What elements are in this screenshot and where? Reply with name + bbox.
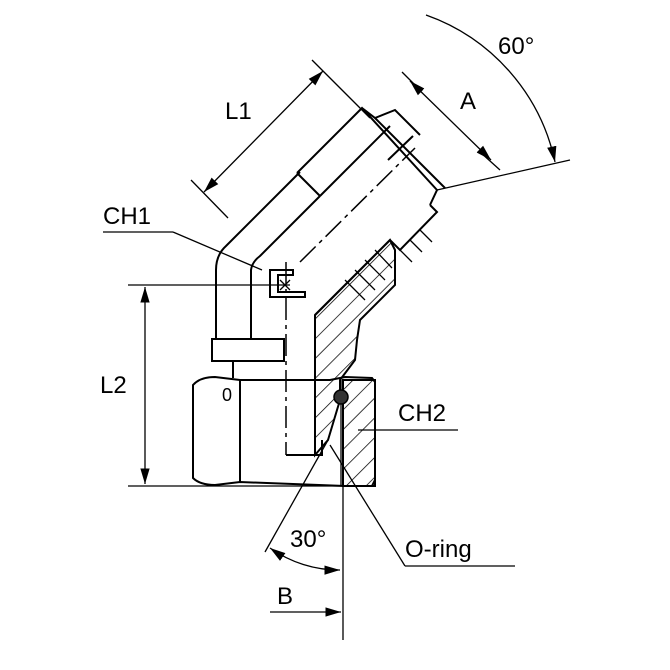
dimension-l2-label: L2 [100, 372, 127, 399]
body [215, 106, 446, 458]
nut-mark: 0 [222, 385, 233, 405]
dimension-a-label: A [460, 88, 477, 115]
dimension-b-label: B [277, 583, 294, 610]
ch2-label: CH2 [398, 400, 447, 427]
o-ring-label: O-ring [405, 536, 472, 563]
ch1-label: CH1 [103, 203, 152, 230]
angle-60-label: 60° [498, 33, 535, 60]
o-ring-seal [333, 389, 349, 405]
collar [211, 338, 285, 362]
dimension-l1-label: L1 [225, 98, 252, 125]
angle-30-label: 30° [290, 526, 327, 553]
centerline-angled [299, 147, 416, 263]
